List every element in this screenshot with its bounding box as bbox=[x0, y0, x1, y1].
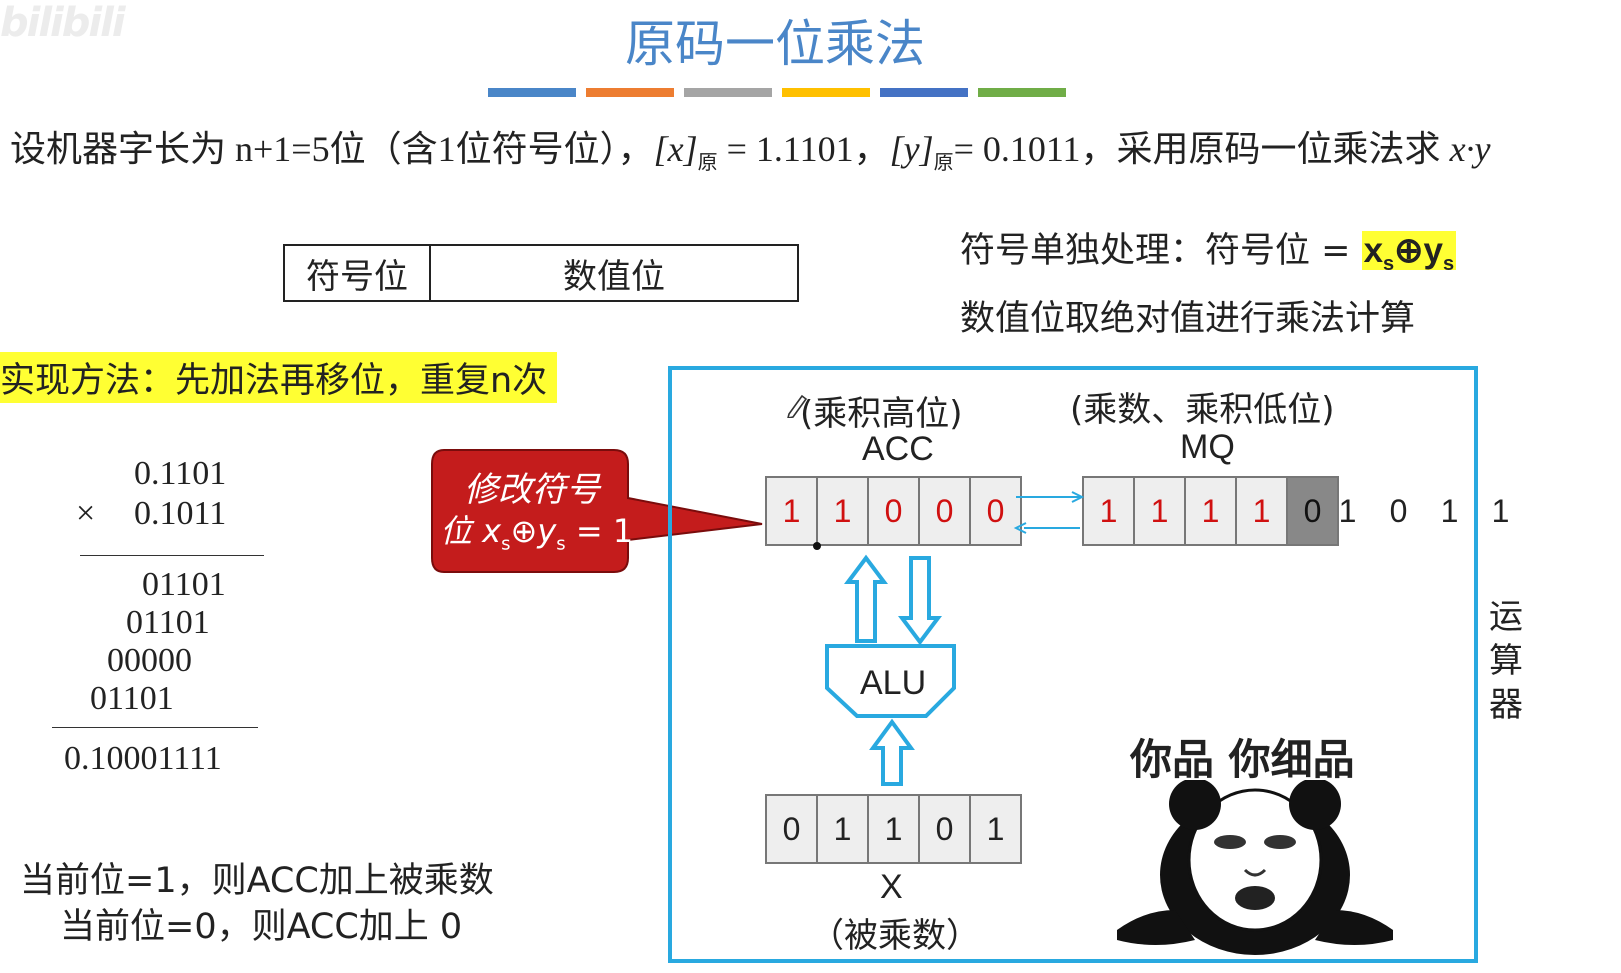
problem-statement: 设机器字长为 n+1=5位（含1位符号位），[x]原 = 1.1101，[y]原… bbox=[10, 120, 1491, 175]
sign-formula: xs⊕ys bbox=[1361, 231, 1457, 275]
mq-caption: (乘数、乘积低位) bbox=[1070, 390, 1335, 430]
problem-suffix: 采用原码一位乘法求 bbox=[1116, 129, 1450, 169]
title-stripe bbox=[684, 88, 772, 97]
problem-expr: x·y bbox=[1449, 129, 1491, 169]
sign-formula-x: x bbox=[1363, 231, 1384, 270]
abs-value-rule: 数值位取绝对值进行乘法计算 bbox=[960, 299, 1416, 339]
acc-register: 1 1 0 0 0 bbox=[765, 476, 1022, 546]
alu-down-arrow bbox=[898, 556, 942, 646]
callout-y: y bbox=[537, 512, 557, 550]
callout-tail: = 1 bbox=[565, 512, 634, 550]
sign-bit-cell: 符号位 bbox=[285, 246, 431, 300]
mq-register: 1 1 1 1 0 bbox=[1082, 476, 1339, 546]
title-stripe bbox=[782, 88, 870, 97]
meme-caption: 你品 你细品 bbox=[1130, 735, 1355, 784]
calc-partial-4: 01101 bbox=[90, 680, 174, 717]
alu-up-arrow bbox=[844, 554, 888, 643]
x-bit: 1 bbox=[867, 794, 920, 864]
transfer-arrows bbox=[1013, 491, 1085, 534]
y-value: = 0.1011， bbox=[953, 129, 1117, 169]
marker-dot bbox=[813, 542, 821, 550]
note-bit-one: 当前位=1，则ACC加上被乘数 bbox=[20, 861, 494, 901]
callout-line1: 修改符号 bbox=[464, 470, 600, 510]
title-stripes bbox=[488, 88, 1066, 97]
y-label: [y] bbox=[889, 129, 934, 169]
acc-caption: (乘积高位) bbox=[800, 394, 963, 434]
x-value: = 1.1101， bbox=[717, 129, 890, 169]
x-caption: （被乘数） bbox=[810, 916, 980, 956]
callout-sub2: s bbox=[556, 533, 566, 555]
format-table: 符号位 数值位 bbox=[283, 244, 799, 302]
sign-formula-op: ⊕ bbox=[1394, 231, 1424, 270]
x-bit: 0 bbox=[918, 794, 971, 864]
title-stripe bbox=[978, 88, 1066, 97]
callout-sub1: s bbox=[501, 533, 511, 555]
x-bit: 1 bbox=[816, 794, 869, 864]
mq-bit: 1 bbox=[1184, 476, 1237, 546]
shifted-bit: 1 bbox=[1491, 493, 1510, 529]
calc-multiplicand: 0.1101 bbox=[134, 455, 227, 492]
calc-result: 0.10001111 bbox=[64, 740, 222, 777]
callout-line2-head: 位 x bbox=[440, 512, 502, 550]
calc-partial-2: 01101 bbox=[126, 604, 210, 641]
watermark-logo: bilibili bbox=[0, 0, 126, 46]
callout-op: ⊕ bbox=[510, 512, 538, 550]
sign-formula-y: y bbox=[1423, 231, 1443, 270]
calc-multiplier: 0.1011 bbox=[134, 495, 227, 532]
calc-partial-1: 01101 bbox=[142, 566, 226, 603]
title-stripe bbox=[880, 88, 968, 97]
shifted-bit: 1 bbox=[1440, 493, 1459, 529]
mq-name: MQ bbox=[1180, 428, 1235, 466]
method-highlight: 实现方法：先加法再移位，重复n次 bbox=[0, 352, 558, 403]
sign-formula-sub1: s bbox=[1383, 253, 1395, 275]
alu-label: ALU bbox=[860, 664, 927, 702]
shifted-bit: 0 bbox=[1389, 493, 1408, 529]
page-title: 原码一位乘法 bbox=[625, 15, 925, 73]
x-bit: 1 bbox=[969, 794, 1022, 864]
callout-line2: 位 xs⊕ys = 1 bbox=[440, 506, 633, 555]
x-label: [x] bbox=[653, 129, 698, 169]
x-sub: 原 bbox=[697, 152, 718, 175]
note-bit-zero: 当前位=0，则ACC加上 0 bbox=[60, 907, 463, 947]
sign-rule: 符号单独处理：符号位 = xs⊕ys bbox=[960, 222, 1457, 276]
mq-bit: 1 bbox=[1235, 476, 1288, 546]
arithmetic-unit-box bbox=[668, 366, 1478, 963]
title-stripe bbox=[586, 88, 674, 97]
pencil-icon bbox=[786, 392, 808, 420]
panda-meme-image bbox=[1117, 780, 1393, 955]
problem-prefix: 设机器字长为 n+1=5位（含1位符号位）， bbox=[10, 129, 654, 169]
alu-shape bbox=[825, 644, 956, 718]
sign-callout: 修改符号 位 xs⊕ys = 1 bbox=[430, 448, 770, 582]
mq-current-bit: 0 bbox=[1286, 476, 1339, 546]
x-register: 0 1 1 0 1 bbox=[765, 794, 1022, 864]
value-bits-cell: 数值位 bbox=[563, 256, 665, 297]
x-up-arrow bbox=[869, 718, 915, 786]
calc-times-sign: × bbox=[76, 495, 96, 532]
calc-rule-2 bbox=[52, 727, 258, 728]
calc-partial-3: 00000 bbox=[107, 642, 192, 679]
x-name: X bbox=[880, 868, 903, 906]
mq-bit: 1 bbox=[1082, 476, 1135, 546]
title-stripe bbox=[488, 88, 576, 97]
shifted-bit: 1 bbox=[1338, 493, 1357, 529]
callout-shape bbox=[431, 449, 763, 573]
arithmetic-unit-label: 运算器 bbox=[1489, 597, 1523, 725]
y-sub: 原 bbox=[933, 152, 954, 175]
acc-name: ACC bbox=[862, 430, 934, 468]
acc-bit: 0 bbox=[969, 476, 1022, 546]
sign-formula-sub2: s bbox=[1442, 253, 1455, 275]
sign-rule-text: 符号单独处理：符号位 = bbox=[960, 231, 1362, 271]
acc-bit: 1 bbox=[765, 476, 818, 546]
calc-rule-1 bbox=[80, 555, 264, 556]
mq-shifted-out: 1 0 1 1 bbox=[1322, 478, 1526, 544]
